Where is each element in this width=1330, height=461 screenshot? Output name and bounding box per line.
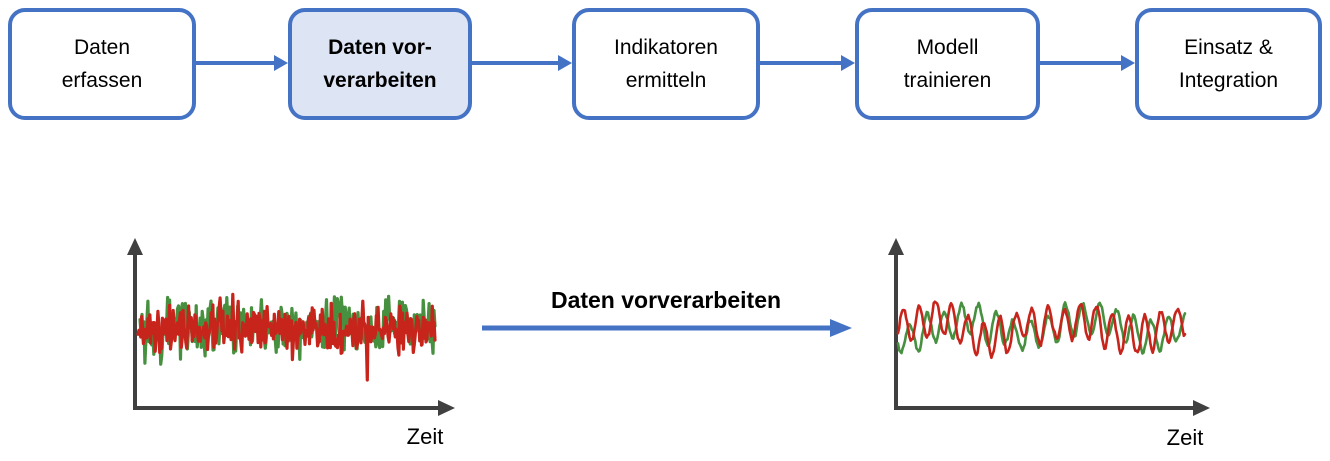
chart-raw-signal: Zeit <box>127 238 455 449</box>
flow-step-5: Einsatz & Integration <box>1135 8 1322 120</box>
arrow-head-icon <box>1121 55 1135 71</box>
flow-arrow-1 <box>196 55 288 71</box>
chart-preprocessed-signal: Zeit <box>888 238 1210 450</box>
flow-arrow-3 <box>760 55 855 71</box>
transform-label: Daten vorverarbeiten <box>550 287 782 313</box>
x-axis-arrowhead-icon <box>438 400 455 416</box>
arrow-head-icon <box>274 55 288 71</box>
x-axis-arrowhead-icon <box>1193 400 1210 416</box>
y-axis-arrowhead-icon <box>127 238 143 255</box>
flow-step-1: Daten erfassen <box>8 8 196 120</box>
flow-step-3-label: Indikatoren ermitteln <box>614 35 718 92</box>
transform-group: Daten vorverarbeiten <box>480 285 852 339</box>
arrow-head-icon <box>830 319 852 337</box>
signal-red <box>896 300 1187 360</box>
flow-step-5-label: Einsatz & Integration <box>1178 35 1279 92</box>
flow-step-4-label: Modell trainieren <box>903 35 992 92</box>
flow-step-1-label: Daten erfassen <box>61 35 143 92</box>
signal-red <box>136 292 437 382</box>
x-axis-label: Zeit <box>407 424 444 449</box>
flow-step-3: Indikatoren ermitteln <box>572 8 760 120</box>
y-axis-arrowhead-icon <box>888 238 904 255</box>
x-axis-label: Zeit <box>1167 425 1204 450</box>
flow-step-2: Daten vor- verarbeiten <box>288 8 472 120</box>
flow-arrow-4 <box>1040 55 1135 71</box>
transform-arrow <box>482 319 852 337</box>
flow-step-2-label: Daten vor- verarbeiten <box>323 35 437 92</box>
arrow-head-icon <box>841 55 855 71</box>
arrow-head-icon <box>558 55 572 71</box>
flow-arrow-2 <box>472 55 572 71</box>
flow-step-4: Modell trainieren <box>855 8 1040 120</box>
